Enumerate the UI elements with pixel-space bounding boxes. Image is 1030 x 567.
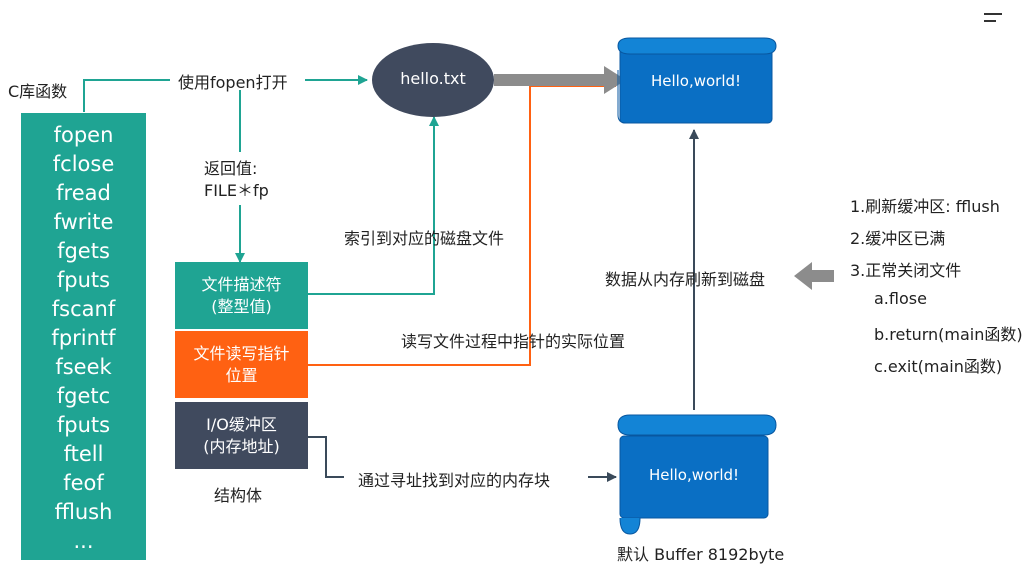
function-list: fopen fclose fread fwrite fgets fputs fscanf fp…: [21, 113, 146, 560]
disk-scroll-label: Hello,world!: [650, 72, 742, 90]
io-buffer-line2: (内存地址): [203, 436, 280, 456]
io-buffer-line1: I/O缓冲区: [206, 414, 277, 434]
return-label-line2: FILE＊fp: [204, 181, 269, 200]
addr-label: 通过寻址找到对应的内存块: [358, 471, 551, 490]
disk-scroll: [617, 37, 777, 124]
flush-condition-2: 2.缓冲区已满: [850, 229, 946, 248]
buffer-caption: 默认 Buffer 8192byte: [617, 545, 785, 564]
disk-write-arrow: [494, 66, 626, 94]
index-label: 索引到对应的磁盘文件: [344, 229, 505, 248]
flush-condition-1: 1.刷新缓冲区: fflush: [850, 197, 1000, 216]
function-item: ...: [73, 529, 94, 553]
return-label-line1: 返回值:: [204, 159, 258, 178]
flush-label: 数据从内存刷新到磁盘: [605, 270, 766, 289]
open-label: 使用fopen打开: [178, 73, 288, 92]
function-item: fscanf: [51, 297, 116, 321]
descriptor-box: 文件描述符 (整型值): [175, 262, 308, 329]
close-method-a: a.flose: [874, 289, 927, 308]
menu-icon[interactable]: [984, 11, 1002, 25]
struct-label: 结构体: [214, 486, 263, 505]
function-item: ftell: [63, 442, 104, 466]
pointer-line1: 文件读写指针: [193, 343, 290, 363]
buffer-scroll-label: Hello,world!: [648, 466, 740, 484]
file-node: [372, 43, 494, 117]
function-item: fopen: [53, 123, 114, 147]
addr-connector: [308, 436, 344, 478]
descriptor-line2: (整型值): [211, 296, 272, 316]
conditions-arrow: [794, 262, 834, 290]
pointer-line2: 位置: [225, 365, 258, 385]
function-item: fputs: [56, 413, 111, 437]
pointer-box: 文件读写指针 位置: [175, 331, 308, 398]
index-arrow: [308, 116, 439, 295]
function-item: fclose: [52, 152, 115, 176]
rw-label: 读写文件过程中指针的实际位置: [401, 332, 626, 351]
close-method-b: b.return(main函数): [874, 325, 1023, 344]
close-method-c: c.exit(main函数): [874, 357, 1003, 376]
flush-condition-3: 3.正常关闭文件: [850, 261, 962, 280]
c-lib-label: C库函数: [8, 82, 68, 101]
descriptor-line1: 文件描述符: [201, 274, 282, 294]
return-label: 返回值: FILE＊fp: [204, 158, 269, 202]
open-connector: [83, 79, 170, 112]
function-item: fflush: [54, 500, 113, 524]
function-item: fwrite: [53, 210, 114, 234]
function-item: fprintf: [51, 326, 116, 350]
function-item: fgetc: [56, 384, 111, 408]
io-buffer-box: I/O缓冲区 (内存地址): [175, 402, 308, 469]
function-item: fread: [56, 181, 111, 205]
function-item: fseek: [55, 355, 112, 379]
buffer-scroll: [617, 414, 777, 535]
file-node-label: hello.txt: [400, 69, 466, 88]
function-item: fgets: [57, 239, 110, 263]
function-item: feof: [63, 471, 104, 495]
function-item: fputs: [56, 268, 111, 292]
